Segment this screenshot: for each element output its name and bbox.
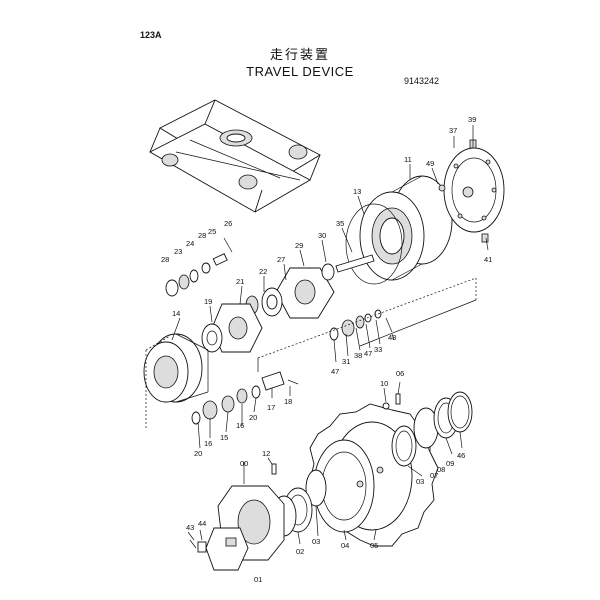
- part-label: 05: [370, 541, 378, 550]
- part-label: 10: [380, 379, 388, 388]
- part-label: 23: [174, 247, 182, 256]
- bolt-06: [395, 393, 401, 405]
- part-label: 25: [208, 227, 216, 236]
- part-label: 21: [236, 277, 244, 286]
- drawing-number: 9143242: [404, 76, 440, 86]
- part-label: 09: [446, 459, 454, 468]
- carrier-21: [201, 303, 263, 353]
- gear-housing-14: [143, 333, 209, 403]
- part-label: 20: [249, 413, 257, 422]
- part-label: 48: [388, 333, 396, 342]
- part-label: 44: [198, 519, 206, 528]
- part-label: 12: [262, 449, 270, 458]
- hub-housing-11: [345, 175, 453, 285]
- leader-lines: [171, 125, 489, 545]
- part-label: 11: [404, 155, 412, 164]
- part-label: 03: [416, 477, 424, 486]
- part-label: 01: [254, 575, 262, 584]
- part-label: 14: [172, 309, 180, 318]
- part-label: 33: [374, 345, 382, 354]
- planet-gear-set-upper: [165, 237, 233, 297]
- part-label: 17: [267, 403, 275, 412]
- bolt-10: [382, 402, 390, 410]
- part-label: 29: [295, 241, 303, 250]
- part-label: 16: [236, 421, 244, 430]
- diagram-title: TRAVEL DEVICE: [246, 64, 354, 79]
- part-label: 31: [342, 357, 350, 366]
- part-label: 19: [204, 297, 212, 306]
- part-label: 15: [220, 433, 228, 442]
- part-label: 47: [331, 367, 339, 376]
- part-label: 41: [484, 255, 492, 264]
- part-label: 08: [437, 465, 445, 474]
- carrier-29: [245, 254, 375, 319]
- part-label: 16: [204, 439, 212, 448]
- part-label: 43: [186, 523, 194, 532]
- part-number-labels: 39 37 11 49 13 35 30 29 27 22 41 26 25 2…: [161, 115, 492, 584]
- part-label: 22: [259, 267, 267, 276]
- part-label: 28: [161, 255, 169, 264]
- part-label: 20: [194, 449, 202, 458]
- cover-37: [438, 139, 505, 243]
- travel-motor-00: [189, 485, 285, 571]
- part-label: 38: [354, 351, 362, 360]
- part-label: 46: [457, 451, 465, 460]
- part-label: 28: [198, 231, 206, 240]
- part-label: 02: [296, 547, 304, 556]
- part-label: 13: [353, 187, 361, 196]
- part-label: 35: [336, 219, 344, 228]
- part-label: 27: [277, 255, 285, 264]
- undercarriage-frame: [149, 99, 321, 213]
- part-label: 18: [284, 397, 292, 406]
- part-label: 49: [426, 159, 434, 168]
- part-label: 07: [430, 471, 438, 480]
- part-label: 37: [449, 126, 457, 135]
- part-label: 47: [364, 349, 372, 358]
- part-label: 00: [240, 459, 248, 468]
- part-label: 24: [186, 239, 194, 248]
- part-label: 26: [224, 219, 232, 228]
- planet-gear-set-lower: [191, 371, 299, 425]
- part-label: 30: [318, 231, 326, 240]
- diagram-title-japanese: 走行装置: [269, 48, 330, 63]
- page-number: 123A: [140, 30, 162, 40]
- part-label: 39: [468, 115, 476, 124]
- part-label: 04: [341, 541, 349, 550]
- part-label: 03: [312, 537, 320, 546]
- planet-gear-set-right: [329, 309, 393, 341]
- part-label: 06: [396, 369, 404, 378]
- bolt-12: [271, 463, 277, 475]
